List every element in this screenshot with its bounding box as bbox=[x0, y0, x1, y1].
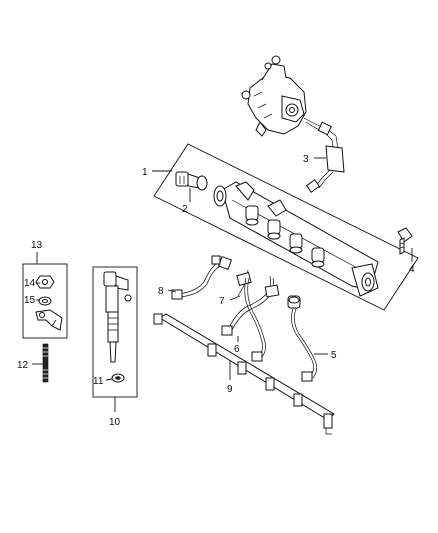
leader-8 bbox=[167, 289, 177, 293]
callout-8: 8 bbox=[158, 286, 164, 297]
pressure-sensor bbox=[175, 171, 208, 191]
callout-6: 6 bbox=[234, 344, 240, 355]
fuel-injector bbox=[103, 271, 132, 363]
spherical-washer bbox=[38, 296, 52, 306]
fuel-pump-assembly bbox=[241, 55, 307, 137]
callout-14: 14 bbox=[24, 278, 36, 289]
callout-12: 12 bbox=[17, 360, 29, 371]
fuel-return-line bbox=[153, 313, 335, 435]
callout-5: 5 bbox=[331, 350, 337, 361]
callout-2: 2 bbox=[182, 204, 188, 215]
injector-washer bbox=[111, 373, 125, 383]
clamp-stud bbox=[42, 343, 49, 383]
callout-10: 10 bbox=[109, 417, 121, 428]
bolt bbox=[397, 227, 413, 255]
injector-line-7 bbox=[221, 269, 280, 336]
leader-11 bbox=[105, 378, 113, 381]
fuel-rail bbox=[213, 181, 379, 297]
injector-line-6 bbox=[244, 277, 266, 362]
injector-clamp bbox=[35, 309, 63, 331]
callout-7: 7 bbox=[219, 296, 225, 307]
callout-3: 3 bbox=[303, 154, 309, 165]
fuel-rail-group-box bbox=[153, 143, 419, 311]
callout-4: 4 bbox=[409, 264, 415, 275]
leader-7 bbox=[229, 295, 241, 301]
fuel-line-pump-to-rail bbox=[303, 117, 345, 193]
clamp-group-box bbox=[22, 263, 68, 339]
callout-9: 9 bbox=[227, 384, 233, 395]
callout-1: 1 bbox=[142, 167, 148, 178]
callout-15: 15 bbox=[24, 295, 36, 306]
injector-line-5 bbox=[287, 295, 317, 382]
injector-nut bbox=[35, 275, 55, 289]
callout-13: 13 bbox=[31, 240, 43, 251]
callout-11: 11 bbox=[93, 376, 104, 387]
injector-line-8 bbox=[171, 255, 233, 300]
